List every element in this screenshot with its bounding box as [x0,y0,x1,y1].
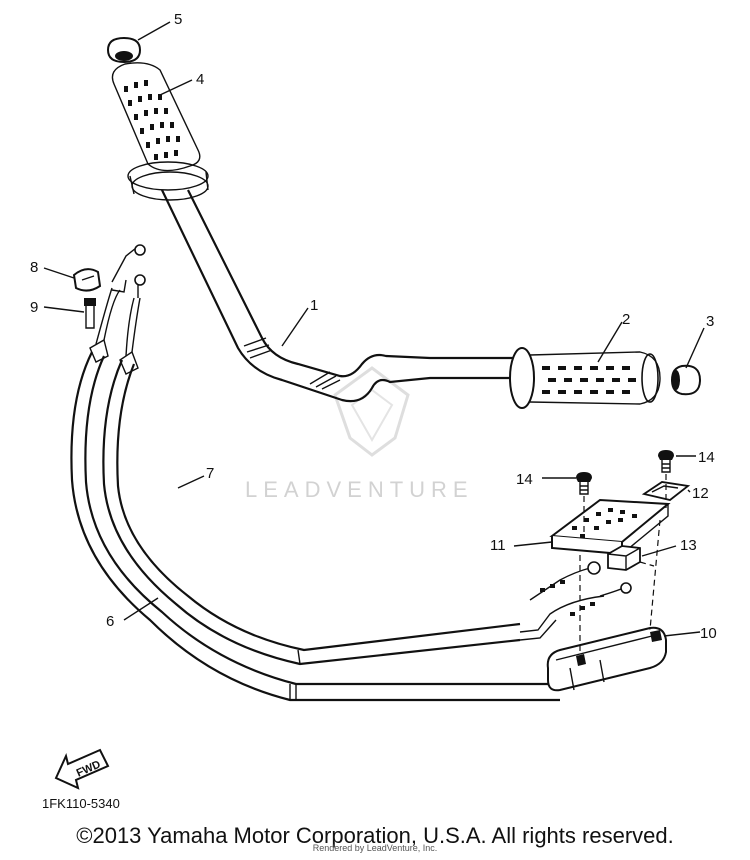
throttle-housing-lower-part-10 [546,626,667,692]
bolt-part-9 [84,298,96,329]
plate-part-12 [641,481,691,501]
leader-lines [43,21,705,637]
cable-ends [519,561,632,641]
left-end-cap-part-5 [106,36,142,64]
label-part-10: 10 [700,625,717,642]
label-part-3: 3 [706,313,714,330]
label-part-6: 6 [106,613,114,630]
label-part-14-left: 14 [516,471,533,488]
leadventure-watermark: LEADVENTURE [245,366,474,502]
handlebar-part-1 [161,189,520,403]
label-part-11: 11 [490,537,506,554]
part-number-labels: 5 4 1 2 3 8 9 7 6 10 11 12 13 14 14 [30,11,717,642]
right-end-cap-part-3 [670,364,702,396]
copyright-notice: ©2013 Yamaha Motor Corporation, U.S.A. A… [76,823,674,848]
cable-clamp-part-8 [72,268,102,292]
right-grip-part-2 [509,347,661,409]
label-part-1: 1 [310,297,318,314]
left-grip-part-4 [111,62,209,201]
label-part-4: 4 [196,71,204,88]
forward-arrow-icon: FWD [54,748,110,790]
cable-part-6 [70,244,560,702]
screw-part-14-right [658,450,674,473]
label-part-14-right: 14 [698,449,715,466]
rendered-by-note: Rendered by LeadVenture, Inc. [312,843,438,853]
label-part-2: 2 [622,311,630,328]
screw-part-14-left [576,472,592,495]
label-part-9: 9 [30,299,38,316]
throttle-housing-upper-part-11 [549,498,671,556]
label-part-7: 7 [206,465,214,482]
label-part-8: 8 [30,259,38,276]
cable-part-7 [102,274,521,666]
label-part-12: 12 [692,485,709,502]
watermark-text: LEADVENTURE [245,477,474,502]
label-part-5: 5 [174,11,182,28]
assembly-dashed-lines [579,474,667,655]
drawing-code: 1FK110-5340 [42,796,120,811]
label-part-13: 13 [680,537,697,554]
